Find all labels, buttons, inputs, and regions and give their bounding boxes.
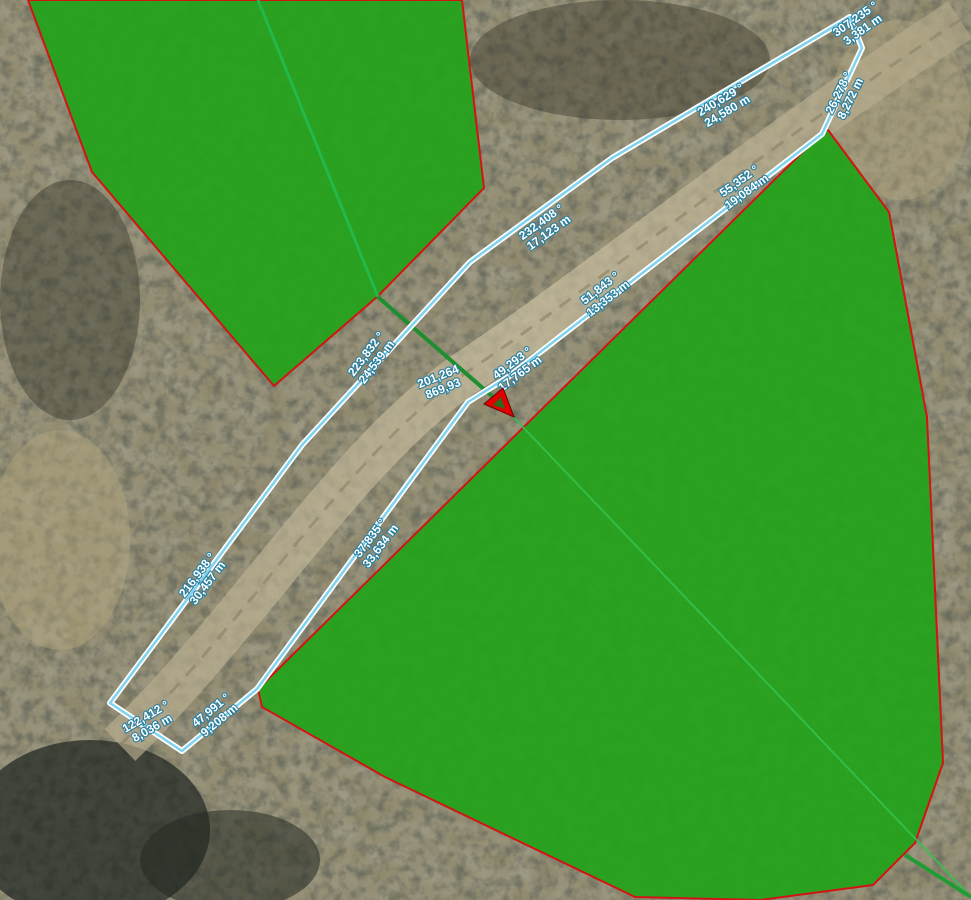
green-boundary-lines <box>256 0 971 899</box>
warning-triangle-icon[interactable] <box>483 387 515 418</box>
measurement-polygon[interactable] <box>107 14 865 754</box>
